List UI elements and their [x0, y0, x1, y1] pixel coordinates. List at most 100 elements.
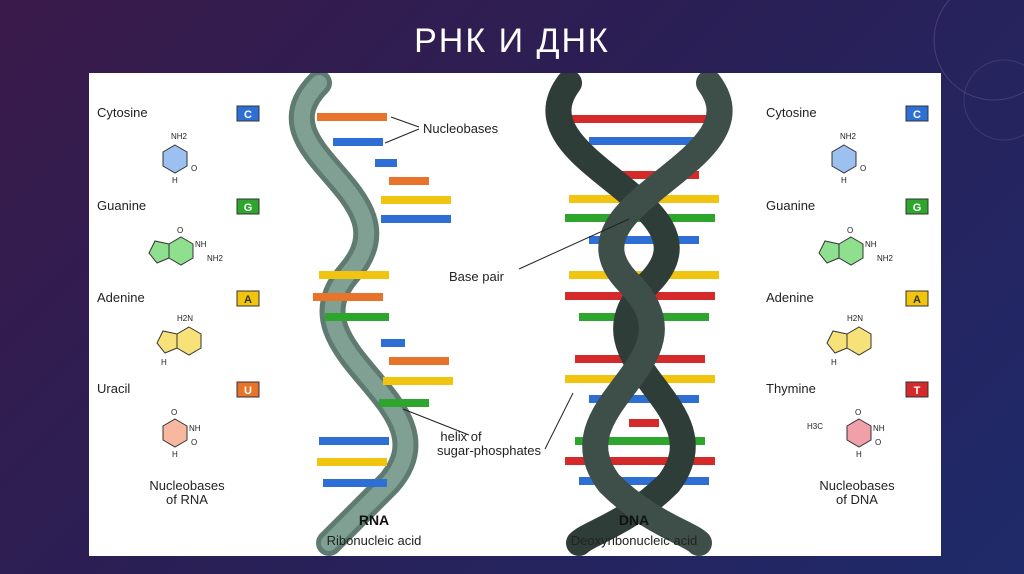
annotation-label: Nucleobases	[423, 121, 499, 136]
chem-label: O	[855, 408, 861, 417]
chem-label: O	[847, 226, 853, 235]
rna-base-peg	[389, 177, 429, 185]
chem-label: O	[177, 226, 183, 235]
chem-label: O	[191, 164, 197, 173]
chem-label: NH	[195, 240, 207, 249]
diagram-panel: Cytosine C NH2 O H Guanine G O NH NH2 Ad…	[89, 70, 941, 556]
base-name: Guanine	[97, 198, 146, 213]
dna-group-caption: of DNA	[836, 492, 878, 507]
dna-base-pair	[575, 437, 705, 445]
rna-group-caption: of RNA	[166, 492, 208, 507]
base-letter: G	[913, 202, 922, 214]
chem-label: NH	[865, 240, 877, 249]
chem-label: O	[171, 408, 177, 417]
rna-base-peg	[333, 138, 383, 146]
base-letter: A	[913, 294, 921, 306]
chem-label: NH2	[207, 254, 224, 263]
chem-label: H	[831, 358, 837, 367]
dna-cytosine-block: Cytosine C NH2 O H	[766, 105, 929, 185]
cytosine-badge	[905, 105, 929, 122]
uracil-badge	[236, 381, 260, 398]
dna-base-pair	[589, 236, 699, 244]
dna-base-pair	[565, 457, 715, 465]
chem-label: H	[856, 450, 862, 459]
cytosine-badge	[236, 105, 260, 122]
base-letter: U	[244, 385, 252, 397]
dna-base-pair	[579, 477, 709, 485]
rna-base-peg	[317, 113, 387, 121]
uracil-molecule: O NH O H	[162, 408, 201, 459]
annotation-label: Base pair	[449, 269, 505, 284]
rna-base-peg	[317, 458, 387, 466]
dna-helix	[545, 70, 733, 556]
base-name: Cytosine	[766, 105, 817, 120]
base-name: Adenine	[766, 290, 814, 305]
rna-base-peg	[319, 437, 389, 445]
nucleic-acid-diagram: Cytosine C NH2 O H Guanine G O NH NH2 Ad…	[97, 70, 929, 556]
base-letter: C	[913, 109, 921, 121]
dna-subtitle: Deoxyribonucleic acid	[571, 533, 697, 548]
cytosine-molecule: NH2 O H	[831, 132, 866, 185]
rna-cytosine-block: Cytosine C NH2 O H	[97, 105, 260, 185]
slide-title: РНК И ДНК	[414, 22, 610, 60]
base-letter: A	[244, 294, 252, 306]
dna-guanine-block: Guanine G O NH NH2	[766, 198, 929, 266]
adenine-badge	[236, 290, 260, 307]
rna-base-peg	[319, 271, 389, 279]
guanine-badge	[905, 198, 929, 215]
chem-label: O	[860, 164, 866, 173]
adenine-molecule: H2N H	[826, 314, 872, 367]
chem-label: O	[191, 438, 197, 447]
dna-base-pair	[629, 419, 659, 427]
rna-base-peg	[381, 339, 405, 347]
base-letter: T	[914, 385, 921, 397]
thymine-molecule: H3C O NH O H	[807, 408, 885, 459]
rna-base-peg	[389, 357, 449, 365]
chem-label: H2N	[177, 314, 193, 323]
base-name: Thymine	[766, 381, 816, 396]
chem-label: O	[875, 438, 881, 447]
annotation-label: helix of	[440, 429, 482, 444]
dna-base-pair	[589, 395, 699, 403]
dna-base-pair	[569, 115, 709, 123]
base-name: Uracil	[97, 381, 130, 396]
rna-base-peg	[325, 313, 389, 321]
dna-adenine-block: Adenine A H2N H	[766, 290, 929, 367]
chem-label: NH2	[840, 132, 857, 141]
dna-group-caption: Nucleobases	[819, 478, 895, 493]
rna-title: RNA	[359, 512, 389, 528]
chem-label: NH	[189, 424, 201, 433]
adenine-badge	[905, 290, 929, 307]
rna-base-peg	[379, 399, 429, 407]
rna-base-peg	[375, 159, 397, 167]
helix-annotation: helix of sugar-phosphates	[402, 392, 574, 458]
rna-guanine-block: Guanine G O NH NH2	[97, 198, 260, 266]
rna-uracil-block: Uracil U O NH O H	[97, 381, 260, 459]
chem-label: H	[172, 176, 178, 185]
rna-base-peg	[323, 479, 387, 487]
chem-label: NH	[873, 424, 885, 433]
chem-label: NH2	[171, 132, 188, 141]
base-letter: G	[244, 202, 253, 214]
guanine-badge	[236, 198, 260, 215]
base-pair-annotation: Base pair	[449, 218, 630, 284]
chem-label: H3C	[807, 422, 823, 431]
chem-label: H	[161, 358, 167, 367]
rna-base-peg	[383, 377, 453, 385]
base-name: Cytosine	[97, 105, 148, 120]
base-name: Guanine	[766, 198, 815, 213]
guanine-molecule: O NH NH2	[818, 226, 894, 266]
chem-label: H2N	[847, 314, 863, 323]
rna-adenine-block: Adenine A H2N H	[97, 290, 260, 367]
cytosine-molecule: NH2 O H	[162, 132, 197, 185]
chem-label: H	[841, 176, 847, 185]
dna-title: DNA	[619, 512, 649, 528]
thymine-badge	[905, 381, 929, 398]
annotation-label: sugar-phosphates	[437, 443, 542, 458]
base-letter: C	[244, 109, 252, 121]
dna-thymine-block: Thymine T H3C O NH O H	[766, 381, 929, 459]
rna-base-peg	[313, 293, 383, 301]
dna-base-pair	[589, 137, 699, 145]
base-name: Adenine	[97, 290, 145, 305]
rna-group-caption: Nucleobases	[149, 478, 225, 493]
